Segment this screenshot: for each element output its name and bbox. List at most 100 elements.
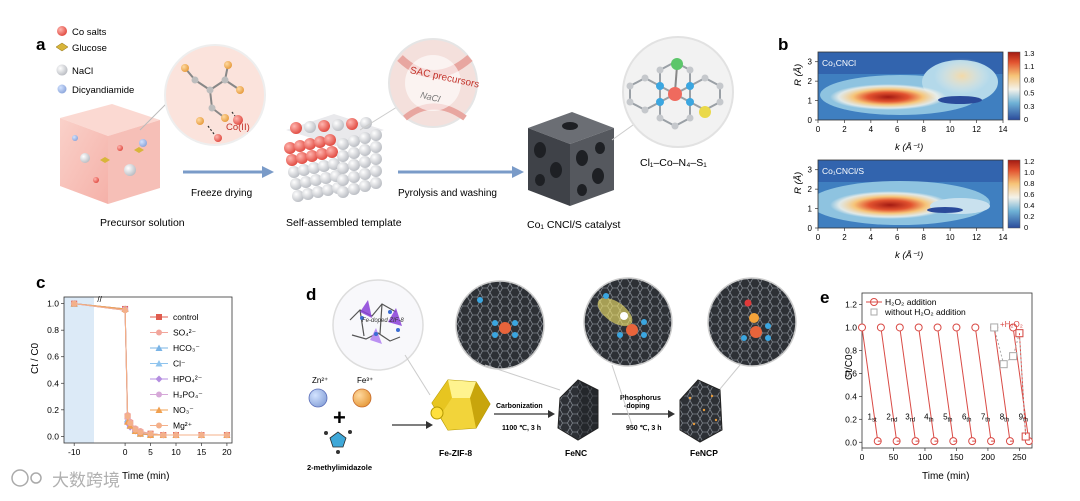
template-sphere	[348, 159, 360, 171]
template-sphere	[337, 186, 349, 198]
co1-catalyst-block	[528, 112, 614, 206]
colorbar-tick: 0	[1024, 223, 1028, 232]
template-sphere	[348, 183, 360, 195]
heatmap2-title: Co₁CNCl/S	[822, 166, 864, 176]
b-ylabel-2: R (Å)	[793, 172, 804, 194]
template-sphere	[292, 190, 304, 202]
zn-label: Zn²⁺	[312, 376, 328, 385]
e-point	[915, 324, 922, 331]
fe-ion-icon	[353, 389, 371, 407]
e-cycle-label: 9th	[1019, 412, 1028, 423]
template-sphere	[359, 156, 371, 168]
template-sphere	[296, 152, 308, 164]
heatmap-co1cncl: Co₁CNCl	[818, 52, 1003, 120]
colorbar-2: 1.21.00.80.60.40.20	[1008, 157, 1034, 232]
e-ytick: 0.8	[845, 345, 857, 355]
c-xtick: -10	[68, 447, 81, 457]
colorbar-tick: 0.5	[1024, 89, 1034, 98]
template-sphere	[324, 134, 336, 146]
c-xtick: 5	[148, 447, 153, 457]
c-legend-label: NO₃⁻	[173, 405, 194, 415]
template-sphere	[308, 162, 320, 174]
template-sphere	[370, 129, 382, 141]
b-ytick: 2	[808, 77, 813, 86]
template-sphere	[318, 120, 330, 132]
b-xtick: 14	[999, 233, 1008, 242]
b-xtick: 14	[999, 125, 1008, 134]
colorbar-tick: 1.3	[1024, 49, 1034, 58]
c-legend-label: HPO₄²⁻	[173, 374, 203, 384]
b-xtick: 8	[921, 125, 926, 134]
c-legend-label: Mg²⁺	[173, 421, 193, 431]
c-series-line	[74, 304, 227, 435]
template-sphere	[312, 186, 324, 198]
template-sphere	[304, 138, 316, 150]
b-xtick: 2	[842, 125, 847, 134]
e-xtick: 100	[918, 452, 932, 462]
e-cycle-line	[1013, 327, 1029, 441]
fenc-zoom	[456, 281, 560, 390]
co-ii-label: Co(II)	[226, 122, 250, 133]
c-dark-period-shade	[64, 297, 94, 443]
c-xtick: 20	[222, 447, 232, 457]
legend-glucose: Glucose	[72, 43, 107, 54]
c-series-line	[74, 304, 227, 435]
e-cycle-label: 3rd	[905, 412, 915, 423]
template-sphere	[370, 141, 382, 153]
panel-a-legend: Co salts Glucose NaCl Dicyandiamide	[56, 26, 134, 96]
template-sphere	[304, 121, 316, 133]
b-ytick: 0	[808, 224, 813, 233]
template-sphere	[346, 118, 358, 130]
template-sphere	[326, 146, 338, 158]
template-sphere	[322, 184, 334, 196]
colorbar-tick: 1.1	[1024, 62, 1034, 71]
b-xtick: 6	[895, 125, 900, 134]
panel-b-letter: b	[778, 35, 788, 54]
template-sphere	[337, 174, 349, 186]
e-cycle-label: 5th	[943, 412, 952, 423]
b-ytick: 1	[808, 97, 813, 106]
b-xtick: 2	[842, 233, 847, 242]
b-xtick: 0	[816, 233, 821, 242]
template-sphere	[294, 140, 306, 152]
e-point	[934, 324, 941, 331]
e-cycle-label: 8th	[1000, 412, 1009, 423]
c-point	[127, 420, 133, 426]
precursor-cube	[60, 104, 160, 204]
e-without-point	[991, 324, 998, 331]
legend-dicyandiamide: Dicyandiamide	[72, 85, 134, 96]
template-sphere	[316, 148, 328, 160]
c-series-line	[74, 304, 227, 435]
e-legend-1: H₂O₂ addition	[885, 297, 937, 307]
carbonization-condition: 1100 ℃, 3 h	[502, 424, 541, 432]
template-sphere	[359, 144, 371, 156]
c-legend-label: control	[173, 312, 199, 322]
template-sphere	[337, 138, 349, 150]
template-sphere	[359, 168, 371, 180]
e-point	[953, 324, 960, 331]
template-sphere	[370, 165, 382, 177]
c-point	[137, 429, 143, 435]
c-ytick: 1.0	[47, 299, 59, 309]
freeze-drying-arrow: Freeze drying	[183, 166, 274, 199]
e-xtick: 250	[1012, 452, 1026, 462]
zn-ion-icon	[309, 389, 327, 407]
e-cycle-line	[919, 327, 935, 441]
e-cycle-label: 2nd	[886, 412, 897, 423]
prod-fenc: FeNC	[565, 448, 587, 458]
template-sphere	[318, 160, 330, 172]
cl-co-n4-s1-label: Cl₁–Co–N₄–S₁	[640, 157, 707, 169]
colorbar-tick: 0	[1024, 115, 1028, 124]
e-cycle-line	[975, 327, 991, 441]
template-sphere	[306, 150, 318, 162]
c-xtick: 15	[197, 447, 207, 457]
c-series	[71, 300, 231, 438]
b-xlabel-2: k (Å⁻¹)	[895, 250, 923, 261]
panel-d-letter: d	[306, 285, 316, 304]
template-sphere	[290, 178, 302, 190]
freeze-drying-label: Freeze drying	[191, 188, 252, 199]
legend-nacl: NaCl	[72, 66, 93, 77]
e-xlabel: Time (min)	[922, 471, 969, 482]
colorbar-tick: 1.0	[1024, 168, 1034, 177]
c-legend-label: SO₄²⁻	[173, 328, 197, 338]
